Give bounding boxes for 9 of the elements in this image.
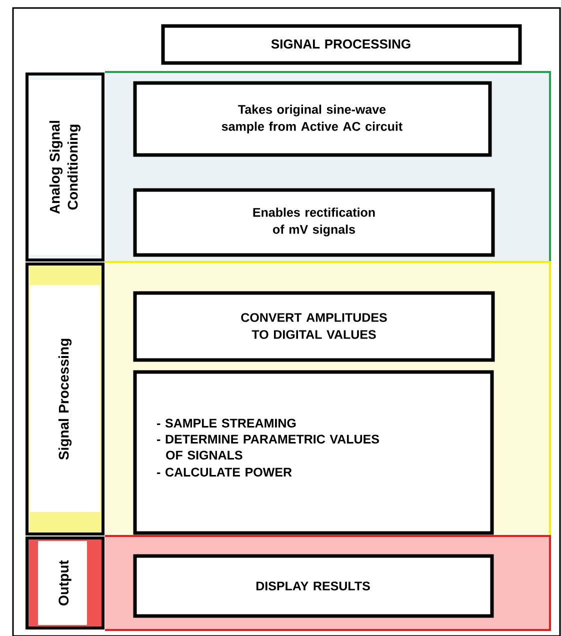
side-label-box: Output <box>26 536 104 630</box>
process-box: - SAMPLE STREAMING - DETERMINE PARAMETRIC VALUES OF SIGNALS - CALCULATE POWER <box>133 370 494 535</box>
process-box: CONVERT AMPLITUDES TO DIGITAL VALUES <box>133 291 495 362</box>
title-box: SIGNAL PROCESSING <box>161 24 522 65</box>
process-box: DISPLAY RESULTS <box>133 554 494 618</box>
process-box: Takes original sine-wave sample from Active AC circuit <box>133 81 492 157</box>
process-box: Enables rectification of mV signals <box>133 188 495 257</box>
side-label-box: Analog Signal Conditioning <box>26 72 104 262</box>
side-label-box: Signal Processing <box>26 262 104 536</box>
